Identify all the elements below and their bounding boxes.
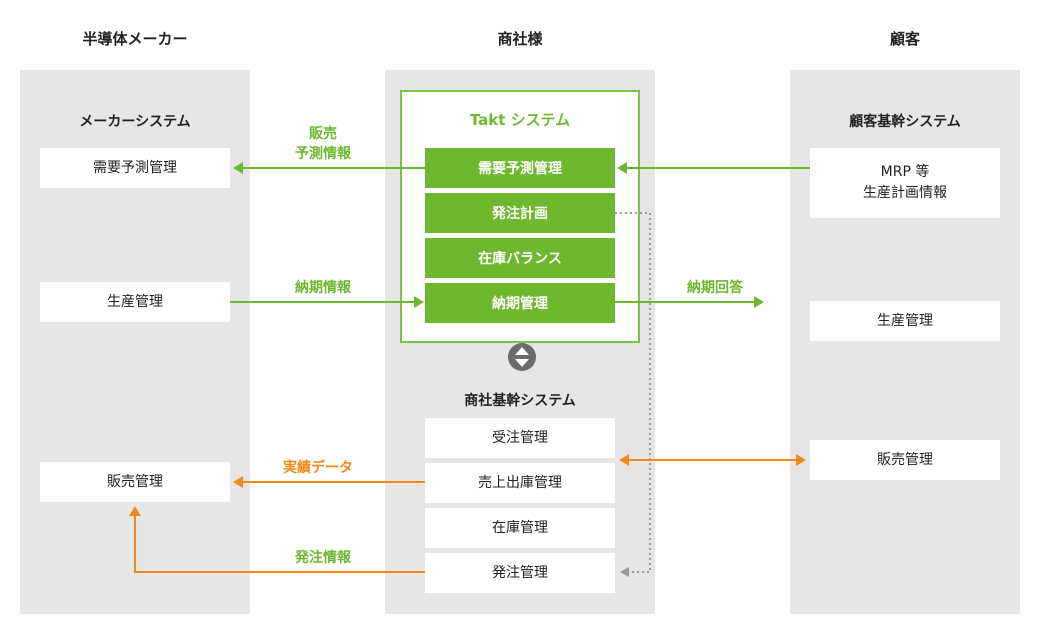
maker-production-box: 生産管理 <box>40 282 230 322</box>
actual-data-arrowhead <box>233 476 243 488</box>
sales-arrowhead-left <box>619 454 629 466</box>
trader-purchase-order-box: 発注管理 <box>425 553 615 593</box>
order-plan-dotted-line <box>615 212 651 573</box>
sales-arrowhead-right <box>796 454 806 466</box>
column-title-customer: 顧客 <box>889 30 920 48</box>
actual-data-label: 実績データ <box>283 460 353 476</box>
column-title-maker: 半導体メーカー <box>82 30 188 48</box>
order-info-label: 発注情報 <box>295 550 351 566</box>
takt-delivery-mgmt-box: 納期管理 <box>425 283 615 323</box>
delivery-reply-label: 納期回答 <box>687 280 743 296</box>
customer-sales-box: 販売管理 <box>810 440 1000 480</box>
customer-system-title: 顧客基幹システム <box>849 114 961 130</box>
trader-sales-shipment-box: 売上出庫管理 <box>425 463 615 503</box>
column-title-trader: 商社様 <box>497 30 543 48</box>
customer-mrp-line1: MRP 等 <box>880 164 930 180</box>
delivery-info-arrowhead <box>414 296 424 308</box>
maker-demand-forecast-box: 需要予測管理 <box>40 148 230 188</box>
order-info-arrow-line <box>134 515 425 573</box>
customer-production-box: 生産管理 <box>810 301 1000 341</box>
takt-system-title: Takt システム <box>469 111 571 129</box>
maker-sales-box: 販売管理 <box>40 462 230 502</box>
takt-demand-forecast-box: 需要予測管理 <box>425 148 615 188</box>
sales-forecast-label: 販売 予測情報 <box>268 125 378 164</box>
takt-order-plan-box: 発注計画 <box>425 193 615 233</box>
order-plan-dotted-arrowhead <box>620 567 629 577</box>
trader-core-title: 商社基幹システム <box>464 393 576 409</box>
mrp-arrowhead <box>617 162 627 174</box>
trader-inventory-box: 在庫管理 <box>425 508 615 548</box>
takt-inventory-balance-box: 在庫バランス <box>425 238 615 278</box>
trader-order-receipt-box: 受注管理 <box>425 418 615 458</box>
delivery-info-label: 納期情報 <box>295 280 351 296</box>
forecast-arrowhead <box>233 162 243 174</box>
maker-system-title: メーカーシステム <box>79 114 191 130</box>
sales-forecast-label-line1: 販売 <box>309 126 337 142</box>
customer-mrp-box: MRP 等 生産計画情報 <box>810 148 1000 218</box>
order-info-arrowhead <box>129 506 141 516</box>
sync-arrows-icon <box>505 340 539 374</box>
delivery-reply-arrowhead <box>754 296 764 308</box>
customer-mrp-line2: 生産計画情報 <box>863 185 947 201</box>
sales-forecast-label-line2: 予測情報 <box>295 145 351 162</box>
